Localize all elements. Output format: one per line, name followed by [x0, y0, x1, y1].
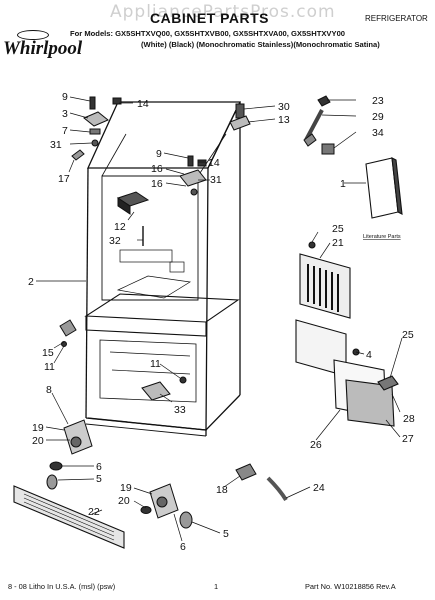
callout-5b: 5: [223, 528, 229, 540]
callout-6b: 6: [180, 541, 186, 553]
callout-24: 24: [313, 482, 325, 494]
callout-5: 5: [96, 473, 102, 485]
colors-line: (White) (Black) (Monochromatic Stainless…: [141, 40, 380, 49]
callout-31: 31: [50, 139, 62, 151]
rear-panel-assembly: [295, 241, 399, 427]
toe-grille: [13, 485, 125, 549]
callout-22: 22: [88, 506, 100, 518]
callout-6: 6: [96, 461, 102, 473]
logo-swoosh: [17, 30, 49, 40]
left-side-fasteners: [59, 319, 187, 401]
appliance-type: REFRIGERATOR: [365, 14, 428, 23]
page-title: CABINET PARTS: [150, 10, 270, 26]
callout-33: 33: [174, 404, 186, 416]
callout-20b: 20: [118, 495, 130, 507]
center-bracket-parts: [116, 191, 150, 246]
leader-lines: [36, 96, 403, 542]
callout-14: 14: [137, 98, 149, 110]
cabinet: [84, 101, 242, 437]
callout-34: 34: [372, 127, 384, 139]
callout-7: 7: [62, 125, 68, 137]
callout-10: 16: [151, 163, 163, 175]
callout-21: 21: [332, 237, 344, 249]
callout-17: 17: [58, 173, 70, 185]
literature-label: Literature Parts: [363, 234, 401, 240]
models-line: For Models: GX5SHTXVQ00, GX5SHTXVB00, GX…: [70, 29, 346, 38]
callout-18: 18: [216, 484, 228, 496]
callout-19b: 19: [120, 482, 132, 494]
callout-3: 3: [62, 108, 68, 120]
callout-26: 26: [310, 439, 322, 451]
footer-part-number: Part No. W10218856 Rev.A: [305, 582, 396, 591]
callout-1: 1: [340, 178, 346, 190]
callout-28: 28: [403, 413, 415, 425]
callout-13: 13: [278, 114, 290, 126]
callout-9b: 9: [156, 148, 162, 160]
callout-14b: 14: [208, 157, 220, 169]
footer-page-number: 1: [214, 582, 219, 591]
callout-19: 19: [32, 422, 44, 434]
water-tube-parts: [303, 95, 335, 155]
callout-12: 12: [114, 221, 126, 233]
callout-9: 9: [62, 91, 68, 103]
callout-20: 20: [32, 435, 44, 447]
callout-29: 29: [372, 111, 384, 123]
callout-11b: 11: [150, 358, 161, 370]
brand-logo: Whirlpool: [3, 30, 83, 60]
callout-31b: 31: [210, 174, 222, 186]
callout-8: 8: [46, 384, 52, 396]
callout-25b: 25: [402, 329, 414, 341]
callout-4: 4: [366, 349, 372, 361]
drain-tube: [235, 463, 288, 502]
callout-15: 15: [42, 347, 54, 359]
callout-11: 11: [44, 361, 55, 373]
lower-hinge-rollers: [46, 419, 193, 529]
callout-23: 23: [372, 95, 384, 107]
footer-litho: 8 - 08 Litho In U.S.A. (msl) (psw): [8, 582, 116, 591]
callout-2: 2: [28, 276, 34, 288]
top-left-hinge-parts: [71, 96, 122, 161]
callout-27: 27: [402, 433, 414, 445]
callout-25: 25: [332, 223, 344, 235]
brand-name: Whirlpool: [3, 38, 83, 59]
top-right-hinge-parts: [179, 103, 251, 196]
callout-16: 16: [151, 178, 163, 190]
watermark: AppliancePartsPros.com: [110, 2, 336, 22]
literature-parts: [365, 157, 403, 219]
callout-numbers: 9 3 7 31 17 14 30 13 23 29 34 16 16 31 1…: [28, 91, 415, 553]
callout-30: 30: [278, 101, 290, 113]
callout-32: 32: [109, 235, 121, 247]
